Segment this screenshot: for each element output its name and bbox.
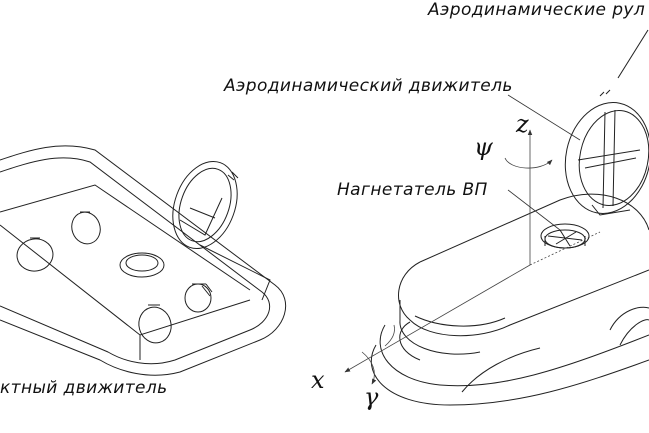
psi-rotation-arrow <box>504 157 553 169</box>
contact-propulsor-label: ктный движитель <box>0 378 168 398</box>
x-axis-label: x <box>311 366 325 394</box>
aero-propulsor-label: Аэродинамический движитель <box>224 76 513 96</box>
gamma-axis-label: γ <box>364 383 379 411</box>
left-hull-view <box>0 145 287 376</box>
right-hull-view <box>370 29 649 406</box>
leader-lines <box>507 94 581 231</box>
blower-leader <box>507 189 561 231</box>
axes-system <box>344 129 601 385</box>
aero-rudders-label: Аэродинамические рул <box>428 0 646 20</box>
z-axis-label: z <box>516 110 529 138</box>
blower-label: Нагнетатель ВП <box>337 180 488 200</box>
propulsor-leader <box>507 94 581 141</box>
psi-axis-label: ψ <box>474 133 493 161</box>
gamma-rotation-arrow <box>361 351 377 385</box>
x-axis-line <box>344 264 531 373</box>
